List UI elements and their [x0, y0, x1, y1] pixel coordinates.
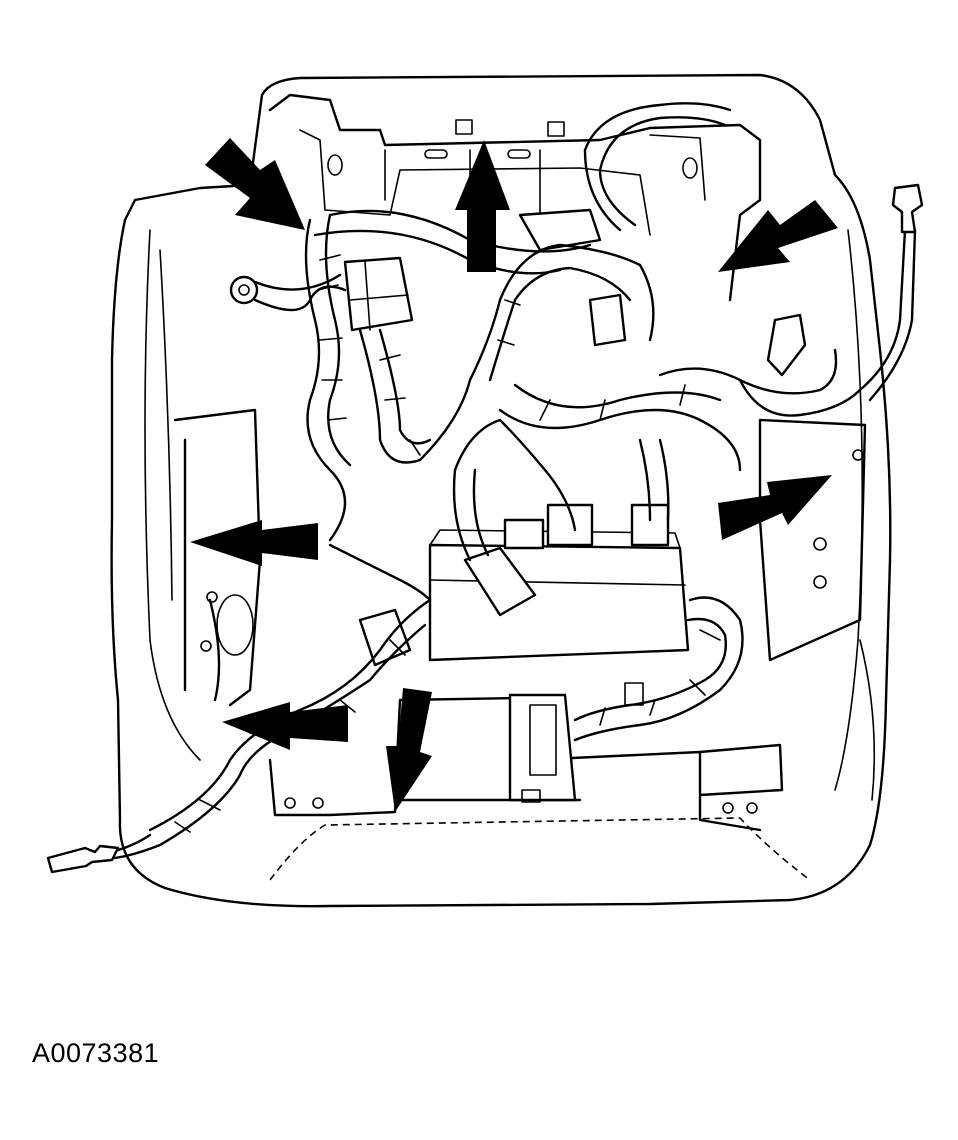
arrow-middle-right: [718, 475, 832, 540]
upper-center-connector: [588, 293, 627, 347]
lower-hole-3: [722, 802, 734, 814]
upper-frame-inner: [299, 129, 706, 236]
figure-id-label: A0073381: [32, 1038, 160, 1068]
seat-left-bolster: [144, 229, 201, 761]
lower-connector-clip: [521, 789, 541, 803]
seat-right-bolster: [834, 229, 876, 801]
ground-eyelet-hole: [238, 284, 250, 296]
frame-hole-1: [327, 154, 343, 176]
lower-connector-block: [508, 693, 577, 802]
arrow-lower-center: [386, 688, 432, 812]
module-connector-1: [503, 518, 545, 550]
seat-wiring-diagram: [46, 73, 924, 908]
left-pigtail-connector: [46, 844, 120, 874]
ground-eyelet: [229, 275, 259, 305]
right-rail-hole-2: [813, 575, 827, 589]
upper-left-connector: [343, 256, 414, 332]
left-rail-oval: [216, 594, 254, 656]
right-rail-hole-1: [813, 537, 827, 551]
left-rail-hole-2: [200, 640, 212, 652]
frame-slot-1: [424, 149, 448, 159]
right-side-rail: [758, 418, 867, 662]
seat-cushion-outline: [110, 73, 892, 908]
upper-frame: [268, 93, 762, 302]
left-pigtail-wire: [113, 833, 162, 860]
lower-connector-plug: [529, 704, 557, 776]
arrow-upper-center: [455, 140, 510, 272]
upper-left-connector-detail: [349, 261, 409, 331]
upper-right-connector: [766, 313, 807, 377]
right-pigtail-connector: [891, 183, 924, 234]
arrow-upper-left: [205, 138, 305, 230]
lower-hole-2: [312, 797, 324, 809]
right-rail-hole-3: [852, 449, 864, 461]
arrow-middle-left: [190, 520, 318, 566]
arrow-lower-left: [222, 702, 348, 750]
wiring-harness: [148, 102, 917, 847]
frame-slot-2: [507, 149, 531, 159]
lower-hole-4: [746, 802, 758, 814]
left-connector-plug: [358, 608, 412, 667]
connector-clip-stack: [518, 208, 602, 252]
frame-hole-2: [682, 157, 698, 179]
module-side-connector: [463, 546, 537, 617]
arrow-upper-right: [718, 200, 838, 272]
left-rail-hole-1: [206, 591, 218, 603]
frame-tab-2: [547, 121, 565, 137]
lower-hole-1: [284, 797, 296, 809]
frame-tab-1: [455, 119, 473, 135]
module-tab: [624, 682, 644, 706]
seat-lower-seam: [269, 817, 811, 881]
